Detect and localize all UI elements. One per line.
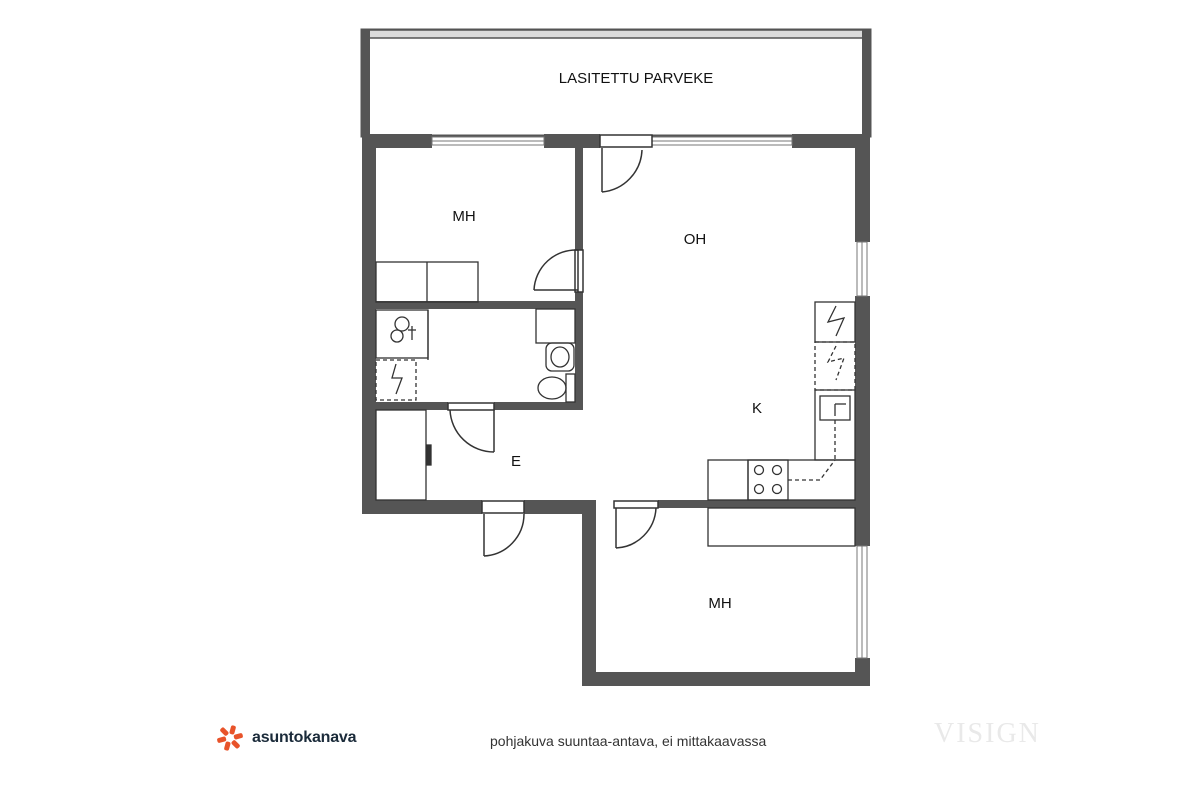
room-label-bedroom-bottom: MH bbox=[708, 595, 731, 612]
wardrobes-top bbox=[375, 261, 479, 303]
disclaimer-note: pohjakuva suuntaa-antava, ei mittakaavas… bbox=[490, 733, 767, 749]
room-label-balcony: LASITETTU PARVEKE bbox=[559, 70, 714, 87]
room-label-entry: E bbox=[511, 453, 521, 470]
brand-logo: asuntokanava bbox=[216, 724, 357, 752]
kitchen-counter bbox=[707, 301, 856, 501]
windows bbox=[431, 136, 868, 659]
watermark: VISIGN bbox=[934, 718, 1041, 749]
room-label-living: OH bbox=[684, 231, 707, 248]
bathroom-fixtures bbox=[375, 308, 576, 403]
entry-wardrobe bbox=[375, 409, 432, 501]
walls bbox=[362, 134, 870, 686]
room-label-kitchen: K bbox=[752, 400, 762, 417]
doors bbox=[447, 134, 659, 557]
wardrobe-bottom bbox=[707, 507, 856, 547]
brand-name: asuntokanava bbox=[252, 729, 357, 746]
room-label-bedroom-top: MH bbox=[452, 208, 475, 225]
asuntokanava-logo-icon bbox=[217, 725, 243, 751]
